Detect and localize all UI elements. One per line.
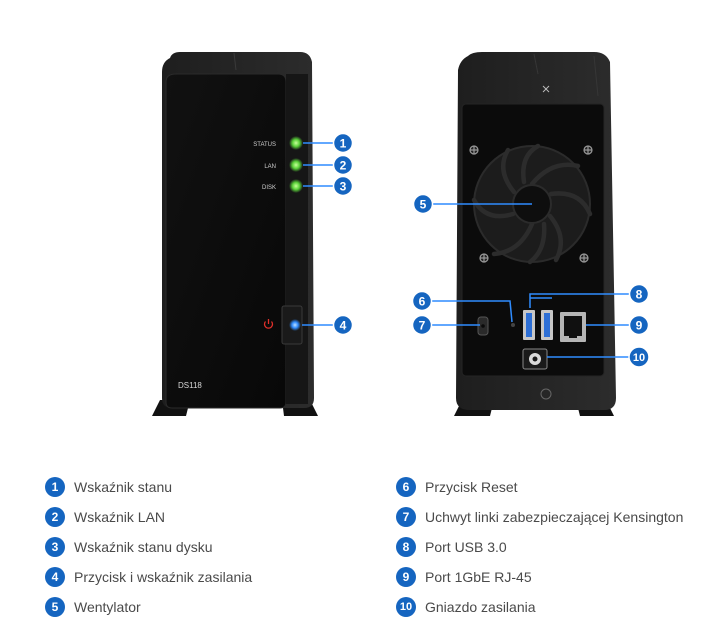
legend-badge: 1	[45, 477, 65, 497]
legend-item-rj45: 9 Port 1GbE RJ-45	[396, 566, 532, 588]
power-icon	[263, 319, 274, 329]
legend: 1 Wskaźnik stanu 2 Wskaźnik LAN 3 Wskaźn…	[0, 472, 728, 622]
power-jack-pin	[532, 356, 538, 362]
callout-badge-6: 6	[411, 290, 433, 312]
bottom-screw-icon	[540, 388, 552, 400]
diagram-svg: STATUS LAN DISK DS118	[152, 52, 650, 416]
back-unit	[454, 52, 616, 416]
lan-led-icon	[289, 158, 303, 172]
top-screw-icon	[542, 85, 550, 93]
svg-text:8: 8	[636, 288, 643, 302]
legend-text: Wskaźnik LAN	[74, 509, 166, 525]
callout-badge-8: 8	[628, 283, 650, 305]
legend-text: Wentylator	[74, 599, 141, 615]
callout-badge-10: 10	[628, 346, 650, 368]
rj45-clip	[569, 334, 577, 338]
legend-badge: 9	[396, 567, 416, 587]
legend-badge: 10	[396, 597, 416, 617]
legend-text: Gniazdo zasilania	[425, 599, 536, 615]
callout-badges: 1 2 3 4 5 6 7	[332, 132, 650, 368]
callout-lines	[302, 142, 630, 358]
front-unit: STATUS LAN DISK DS118	[152, 52, 318, 416]
front-top-seam	[233, 52, 237, 71]
legend-item-power-jack: 10 Gniazdo zasilania	[396, 596, 536, 618]
callout-badge-9: 9	[628, 314, 650, 336]
svg-text:7: 7	[419, 319, 426, 333]
lan-label: LAN	[264, 164, 276, 170]
svg-text:3: 3	[340, 180, 347, 194]
legend-text: Wskaźnik stanu	[74, 479, 173, 495]
legend-badge: 4	[45, 567, 65, 587]
usb-port-1-tongue	[526, 313, 532, 337]
fan-screws	[469, 145, 593, 263]
svg-text:6: 6	[419, 295, 426, 309]
legend-item-disk: 3 Wskaźnik stanu dysku	[45, 536, 213, 558]
status-label: STATUS	[253, 142, 276, 148]
legend-item-usb: 8 Port USB 3.0	[396, 536, 507, 558]
usb-port-2-tongue	[544, 313, 550, 337]
callout-badge-1: 1	[332, 132, 354, 154]
legend-text: Port 1GbE RJ-45	[425, 569, 532, 585]
legend-badge: 2	[45, 507, 65, 527]
callout-badge-2: 2	[332, 154, 354, 176]
legend-text: Wskaźnik stanu dysku	[74, 539, 213, 555]
model-label: DS118	[178, 381, 202, 390]
disk-label: DISK	[262, 185, 276, 191]
rj45-opening	[564, 316, 582, 336]
legend-text: Przycisk Reset	[425, 479, 518, 495]
legend-badge: 8	[396, 537, 416, 557]
legend-item-lan: 2 Wskaźnik LAN	[45, 506, 165, 528]
callout-badge-7: 7	[411, 314, 433, 336]
callout-badge-5: 5	[412, 193, 434, 215]
power-led-icon	[289, 319, 301, 331]
svg-text:10: 10	[633, 352, 645, 364]
legend-text: Uchwyt linki zabezpieczającej Kensington	[425, 509, 684, 525]
kensington-hole	[481, 324, 485, 328]
legend-item-status: 1 Wskaźnik stanu	[45, 476, 172, 498]
status-led-icon	[289, 136, 303, 150]
legend-text: Port USB 3.0	[425, 539, 507, 555]
svg-text:1: 1	[340, 137, 347, 151]
device-diagram: STATUS LAN DISK DS118	[152, 52, 650, 416]
legend-badge: 5	[45, 597, 65, 617]
callout-badge-3: 3	[332, 175, 354, 197]
svg-text:4: 4	[340, 319, 347, 333]
legend-item-reset: 6 Przycisk Reset	[396, 476, 518, 498]
legend-item-kensington: 7 Uchwyt linki zabezpieczającej Kensingt…	[396, 506, 683, 528]
legend-text: Przycisk i wskaźnik zasilania	[74, 569, 253, 585]
legend-badge: 6	[396, 477, 416, 497]
legend-item-power: 4 Przycisk i wskaźnik zasilania	[45, 566, 252, 588]
svg-text:2: 2	[340, 159, 347, 173]
back-top-seam	[533, 53, 599, 97]
disk-led-icon	[289, 179, 303, 193]
reset-button[interactable]	[511, 323, 515, 327]
svg-text:5: 5	[420, 198, 427, 212]
svg-text:9: 9	[636, 319, 643, 333]
legend-item-fan: 5 Wentylator	[45, 596, 141, 618]
front-panel	[165, 73, 287, 409]
legend-badge: 3	[45, 537, 65, 557]
callout-badge-4: 4	[332, 314, 354, 336]
legend-badge: 7	[396, 507, 416, 527]
front-bezel	[286, 74, 308, 404]
